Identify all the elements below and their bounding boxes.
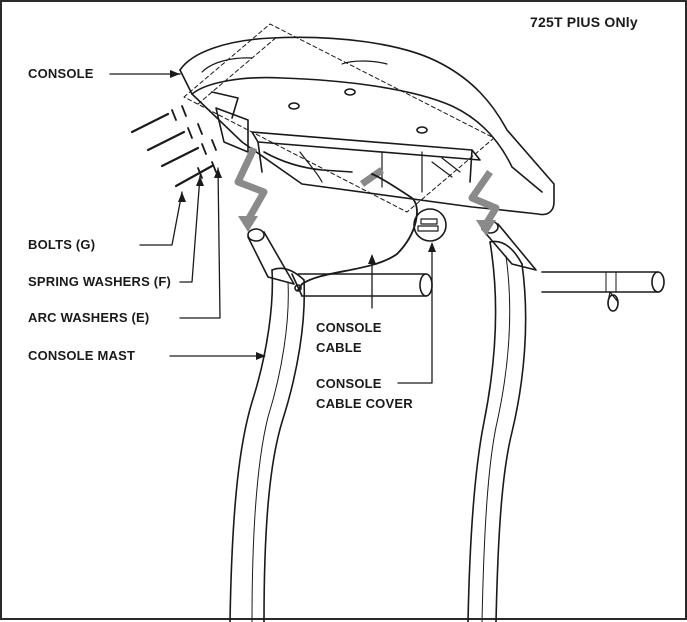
arc-washers-label: ARC WASHERS (E) [28, 310, 150, 325]
left-mast-top-tube [247, 228, 295, 285]
left-console-mast [229, 267, 306, 622]
console-housing [179, 36, 555, 216]
alignment-arrowheads [238, 216, 496, 236]
console-label: CONSOLE [28, 66, 94, 81]
page-title: 725T PlUS ONly [530, 14, 638, 30]
leader-lines [109, 73, 433, 384]
console-cable-cover-label-line2: CABLE COVER [316, 396, 413, 411]
console-cable [294, 173, 418, 292]
leader-arrowheads [170, 70, 436, 360]
cable-cover-detail [413, 208, 447, 242]
spring-washers-label: SPRING WASHERS (F) [28, 274, 171, 289]
alignment-arrows [234, 146, 500, 226]
console-cable-cover-leader [397, 243, 433, 384]
bolts-leader [139, 191, 183, 246]
console-mounting-bracket [211, 91, 481, 193]
bolts-label: BOLTS (G) [28, 237, 96, 252]
console-cable-label-line1: CONSOLE [316, 320, 382, 335]
spring-washers-leader [179, 175, 201, 283]
console-cable-cover-label-line1: CONSOLE [316, 376, 382, 391]
hardware-washers [171, 105, 217, 179]
left-handlebar [291, 273, 433, 297]
right-console-mast [467, 240, 527, 622]
right-handlebar [541, 271, 665, 312]
arc-washers-leader [179, 167, 221, 319]
hardware-bolts [130, 112, 214, 188]
console-mast-label: CONSOLE MAST [28, 348, 136, 363]
console-plate-outline [183, 23, 495, 213]
console-cable-label-line2: CABLE [316, 340, 362, 355]
